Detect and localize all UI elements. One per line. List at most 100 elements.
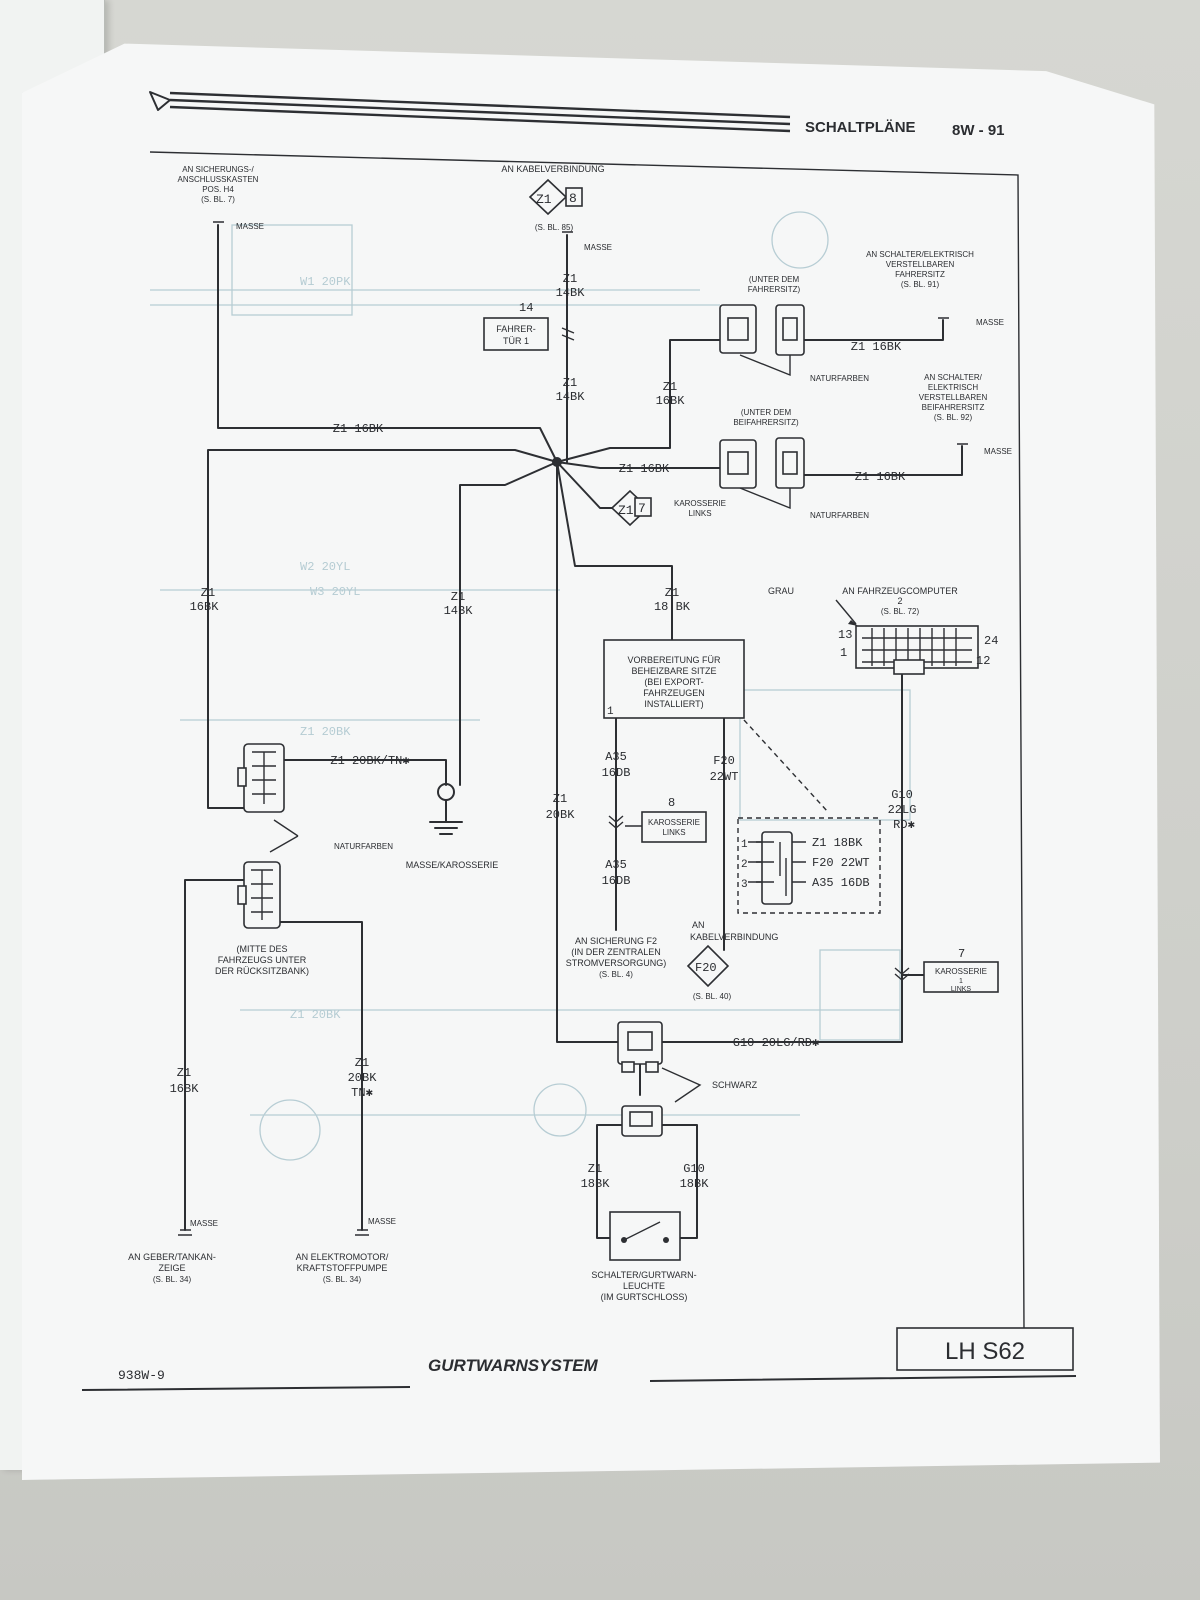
svg-text:(S. BL. 7): (S. BL. 7) [201,195,235,204]
svg-text:7: 7 [638,501,646,516]
svg-text:14BK: 14BK [556,286,586,300]
svg-text:KABELVERBINDUNG: KABELVERBINDUNG [690,932,778,942]
section-title: GURTWARNSYSTEM [428,1356,599,1375]
svg-text:16BK: 16BK [656,394,686,408]
svg-text:Z1 16BK: Z1 16BK [851,340,902,354]
svg-text:12: 12 [976,654,990,668]
svg-text:LINKS: LINKS [662,828,685,837]
svg-text:BEIFAHRERSITZ): BEIFAHRERSITZ) [733,418,799,427]
wires [184,224,963,1239]
heated-seats-module: 3 1 [603,639,745,719]
driver-door-connector: 14 FAHRER- TÜR 1 [483,301,575,351]
svg-text:AN SICHERUNGS-/: AN SICHERUNGS-/ [182,165,254,174]
chrysler-logo-icon [149,91,171,111]
ground-icon [429,799,463,835]
svg-text:(S. BL. 91): (S. BL. 91) [901,280,940,289]
svg-text:KAROSSERIE: KAROSSERIE [935,967,987,976]
doc-code: 938W-9 [118,1368,165,1383]
rear-connector-lower [237,819,299,929]
svg-text:VORBEREITUNG FÜR: VORBEREITUNG FÜR [627,655,721,665]
belt-connector-black [617,1021,702,1103]
splice-z1-8: Z1 8 [528,178,583,216]
vehicle-computer-connector [835,599,979,675]
svg-text:A35 16DB: A35 16DB [812,876,870,890]
svg-text:AN ELEKTROMOTOR/: AN ELEKTROMOTOR/ [296,1252,389,1262]
svg-text:(S. BL. 92): (S. BL. 92) [934,413,973,422]
svg-text:F20: F20 [713,754,735,768]
svg-text:22WT: 22WT [710,770,739,784]
svg-text:BEIFAHRERSITZ: BEIFAHRERSITZ [922,403,985,412]
svg-text:Z1: Z1 [553,792,567,806]
svg-text:F20: F20 [695,961,717,975]
svg-text:(UNTER DEM: (UNTER DEM [741,408,792,417]
bleed-through: W1 20PK W2 20YL W3 20YL Z1 20BK Z1 20BK [150,211,911,1161]
svg-text:(UNTER DEM: (UNTER DEM [749,275,800,284]
svg-text:STROMVERSORGUNG): STROMVERSORGUNG) [566,958,667,968]
svg-text:(MITTE DES: (MITTE DES [237,944,288,954]
manual-page [22,43,1160,1480]
svg-text:16DB: 16DB [602,874,631,888]
svg-text:22LG: 22LG [888,803,917,817]
svg-text:W1 20PK: W1 20PK [300,275,351,289]
svg-text:G10 20LG/RD✱: G10 20LG/RD✱ [733,1036,819,1050]
svg-text:Z1 20BK/TN✱: Z1 20BK/TN✱ [330,754,409,768]
svg-text:NATURFARBEN: NATURFARBEN [334,842,393,851]
svg-text:AN FAHRZEUGCOMPUTER: AN FAHRZEUGCOMPUTER [842,586,958,596]
svg-text:7: 7 [958,947,965,961]
labels: AN SICHERUNGS-/ ANSCHLUSSKASTEN POS. H4 … [128,164,1012,1302]
svg-text:F20 22WT: F20 22WT [812,856,870,870]
ground-box-7: 7 KAROSSERIE 1 LINKS [923,947,999,993]
svg-text:MASSE: MASSE [984,447,1012,456]
svg-text:20BK: 20BK [546,808,576,822]
header-title: SCHALTPLÄNE [805,119,916,136]
svg-text:AN SCHALTER/ELEKTRISCH: AN SCHALTER/ELEKTRISCH [866,250,974,259]
svg-text:W2 20YL: W2 20YL [300,560,350,574]
svg-text:Z1: Z1 [201,586,215,600]
svg-text:1: 1 [959,978,963,985]
svg-text:ZEIGE: ZEIGE [158,1263,185,1273]
svg-text:1: 1 [607,706,614,718]
driver-seat-connector [719,304,805,377]
svg-text:VERSTELLBAREN: VERSTELLBAREN [919,393,988,402]
svg-text:Z1 16BK: Z1 16BK [855,470,906,484]
model-code-box [896,1327,1074,1371]
splice-node [552,457,562,467]
svg-text:TN✱: TN✱ [351,1086,373,1100]
svg-text:16DB: 16DB [602,766,631,780]
svg-text:TÜR 1: TÜR 1 [503,336,529,346]
svg-text:(S. BL. 34): (S. BL. 34) [323,1275,362,1284]
svg-text:KRAFTSTOFFPUMPE: KRAFTSTOFFPUMPE [297,1263,388,1273]
svg-text:MASSE: MASSE [368,1217,396,1226]
svg-text:16BK: 16BK [190,600,220,614]
svg-text:GRAU: GRAU [768,586,794,596]
model-code: LH S62 [945,1338,1025,1365]
svg-text:G10: G10 [891,788,913,802]
svg-text:Z1: Z1 [563,272,577,286]
svg-text:8: 8 [569,191,577,206]
rear-connector-upper [237,743,285,813]
svg-text:AN GEBER/TANKAN-: AN GEBER/TANKAN- [128,1252,216,1262]
svg-text:RD✱: RD✱ [893,818,915,832]
svg-text:ANSCHLUSSKASTEN: ANSCHLUSSKASTEN [178,175,259,184]
svg-text:14: 14 [519,301,533,315]
svg-text:AN KABELVERBINDUNG: AN KABELVERBINDUNG [501,164,604,174]
svg-text:W3 20YL: W3 20YL [310,585,360,599]
svg-text:A35: A35 [605,750,627,764]
svg-text:Z1 20BK: Z1 20BK [300,725,351,739]
svg-text:Z1: Z1 [663,380,677,394]
svg-text:Z1: Z1 [355,1056,369,1070]
svg-text:SCHWARZ: SCHWARZ [712,1080,758,1090]
svg-text:(BEI EXPORT-: (BEI EXPORT- [644,677,703,687]
splice-z1-7: Z1 7 [610,489,652,527]
svg-text:3: 3 [741,879,748,891]
svg-text:LINKS: LINKS [951,986,972,993]
svg-text:(S. BL. 72): (S. BL. 72) [881,607,920,616]
svg-text:1: 1 [741,839,748,851]
svg-text:BEHEIZBARE SITZE: BEHEIZBARE SITZE [631,666,716,676]
svg-text:SCHALTER/GURTWARN-: SCHALTER/GURTWARN- [591,1270,696,1280]
ring-terminal-icon [437,783,455,801]
passenger-seat-connector [719,437,805,510]
svg-text:Z1: Z1 [588,1162,602,1176]
